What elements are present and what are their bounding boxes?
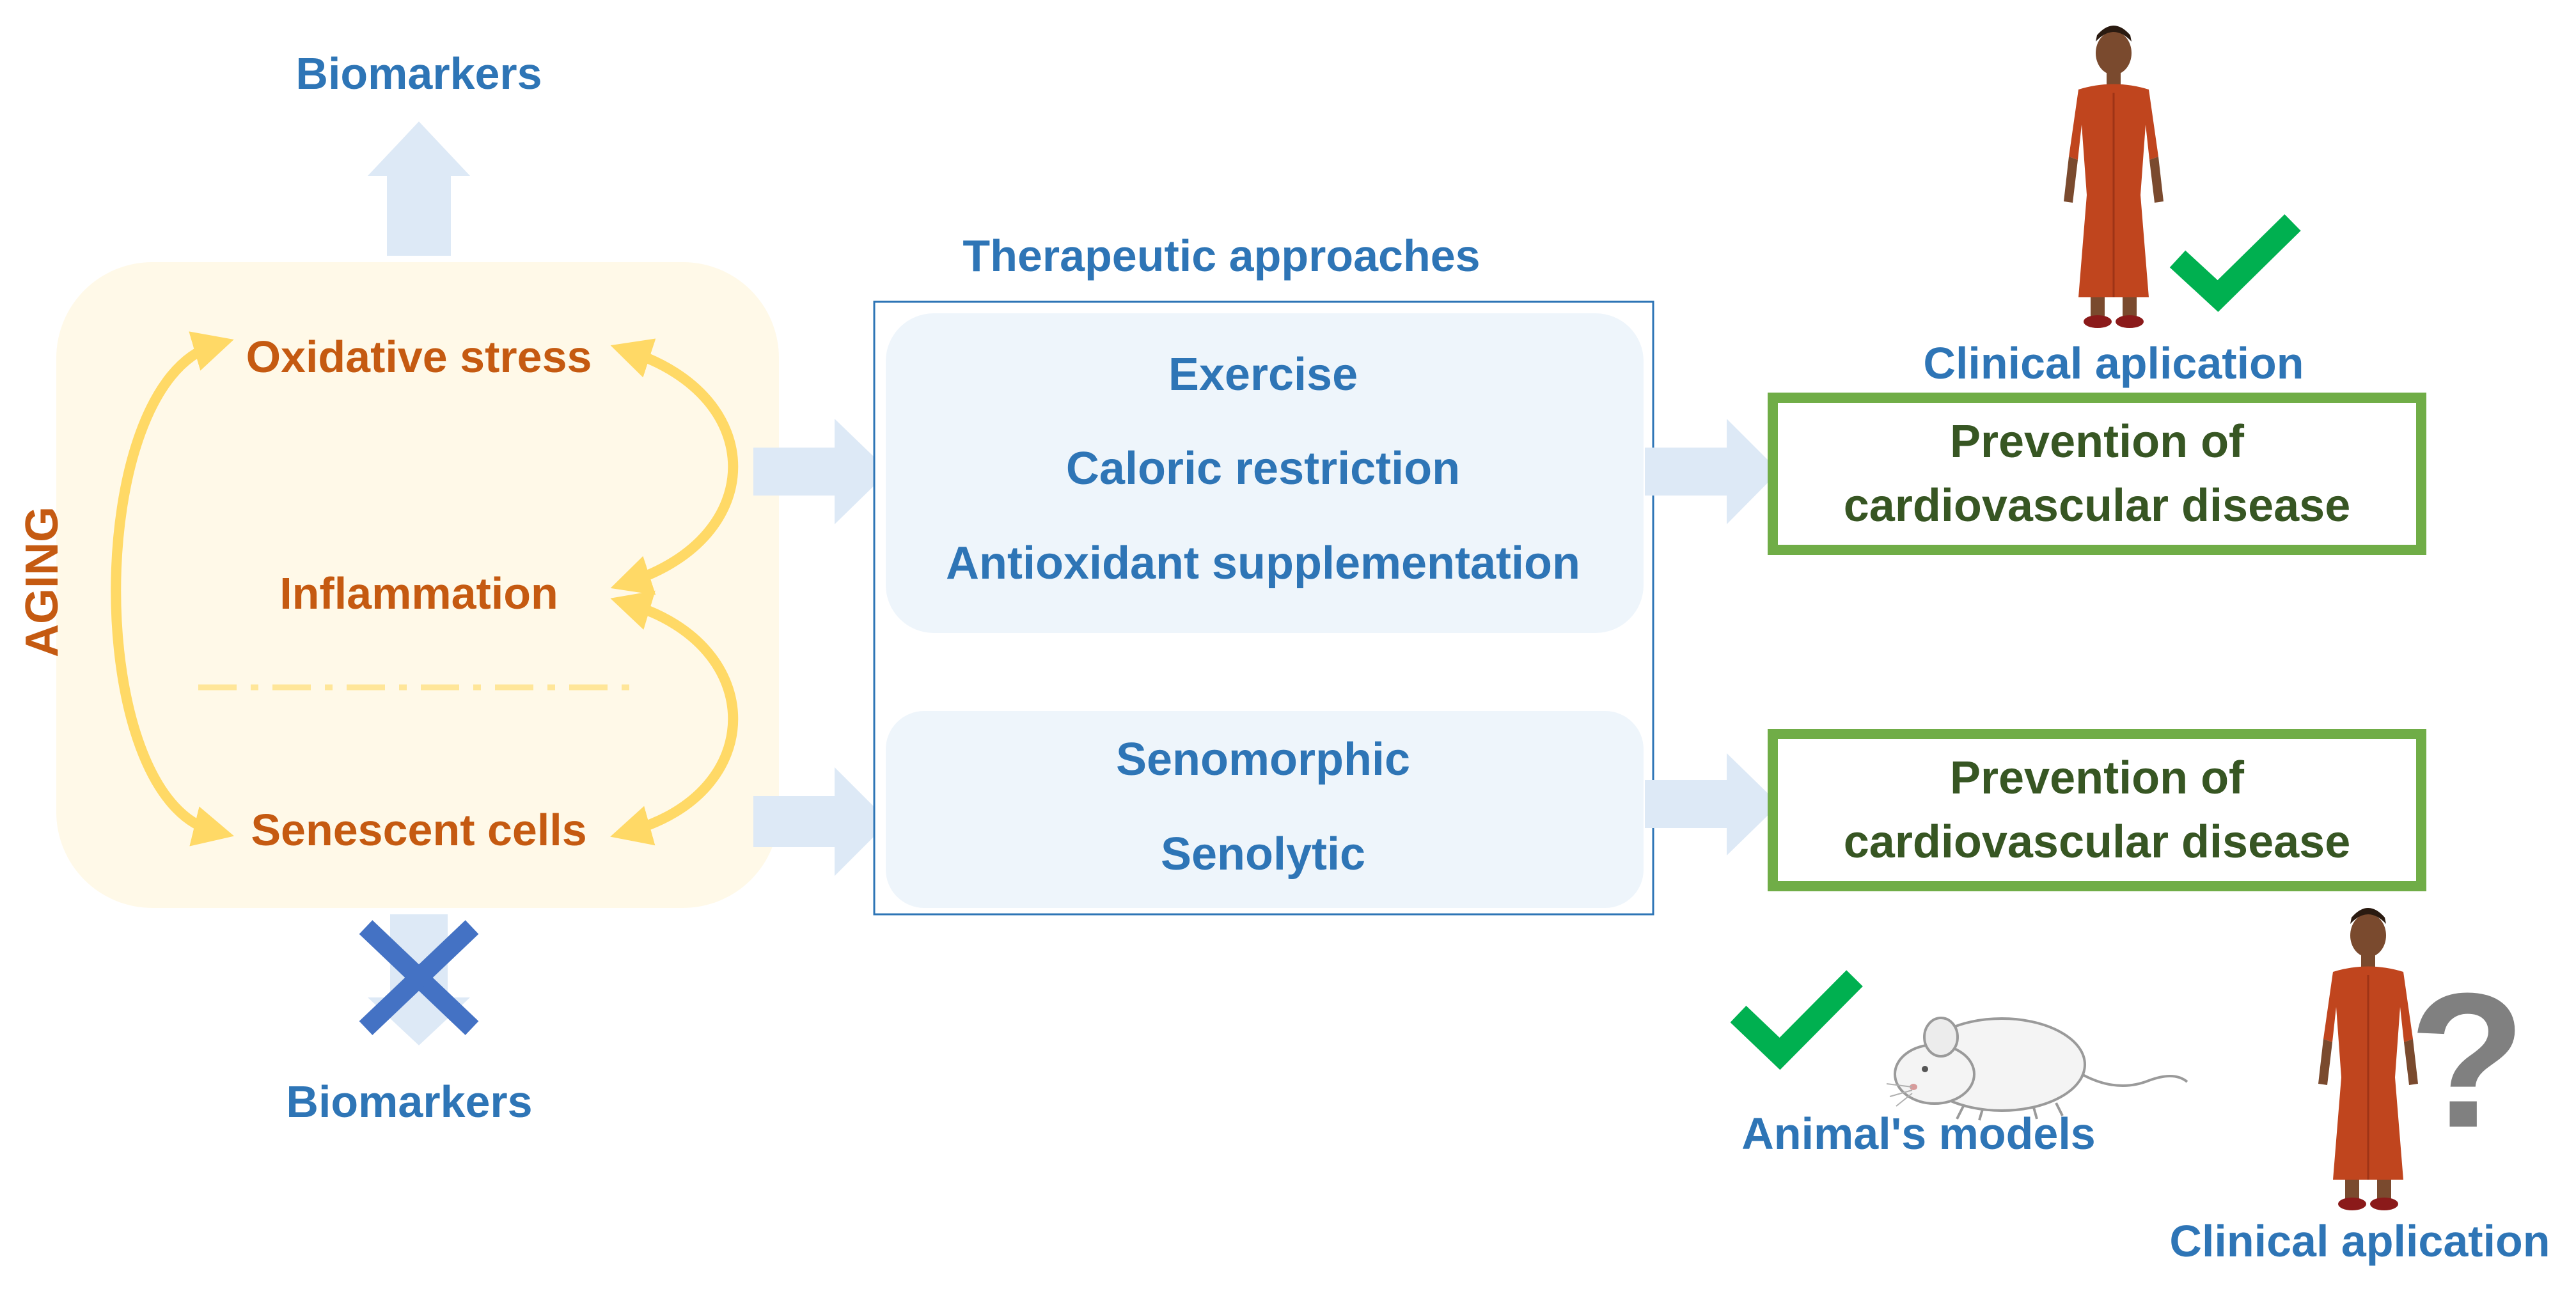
aging-item-oxidative-stress: Oxidative stress [246,332,592,382]
arrow-therapy-to-outcome-2 [1645,753,1779,855]
mouse-icon [1886,1017,2188,1121]
arrow-aging-to-therapy-2 [753,767,889,876]
therapy-senolytic: Senolytic [1160,829,1366,880]
person-icon-upper [2064,26,2164,328]
therapy-exercise: Exercise [1168,349,1358,400]
cycle-arrow-left [111,331,235,847]
therapy-caloric-restriction: Caloric restriction [1065,443,1461,494]
outcome-upper-line1: Prevention of [1949,416,2245,467]
cycle-arrow-right-upper [610,338,739,595]
biomarkers-bottom-label: Biomarkers [286,1077,533,1127]
outcome-lower-box [1768,729,2426,891]
aging-side-label: AGING [17,506,68,658]
outcome-lower-line1: Prevention of [1949,753,2245,804]
person-icon-lower [2318,908,2418,1210]
arrow-aging-to-therapy-1 [753,419,889,524]
outcome-upper-line2: cardiovascular disease [1843,480,2351,531]
aging-item-senescent-cells: Senescent cells [251,805,587,855]
clinical-caption-lower: Clinical aplication [2169,1216,2550,1266]
therapy-senomorphic: Senomorphic [1115,734,1411,785]
cycle-arrow-right-lower [610,590,739,846]
therapy-group-1-bg [886,313,1644,633]
therapy-group-2-bg [886,711,1644,908]
outcome-upper-box [1768,393,2426,555]
outcome-lower-text: Prevention of cardiovascular disease [1777,746,2417,874]
check-icon-upper [2169,214,2301,312]
outcome-upper-text: Prevention of cardiovascular disease [1777,410,2417,538]
arrow-up-biomarkers [368,121,470,256]
clinical-caption-upper: Clinical aplication [1923,338,2304,388]
question-mark-icon: ? [2408,953,2525,1168]
aging-panel [56,262,779,908]
animal-models-caption: Animal's models [1741,1109,2096,1159]
check-icon-animal [1730,970,1863,1070]
therapeutic-title: Therapeutic approaches [962,231,1480,281]
biomarkers-top-label: Biomarkers [295,49,542,98]
cross-icon [359,920,479,1035]
therapy-antioxidant: Antioxidant supplementation [945,538,1581,589]
aging-item-inflammation: Inflammation [279,568,558,618]
outcome-lower-line2: cardiovascular disease [1843,816,2351,868]
arrow-therapy-to-outcome-1 [1645,419,1779,524]
